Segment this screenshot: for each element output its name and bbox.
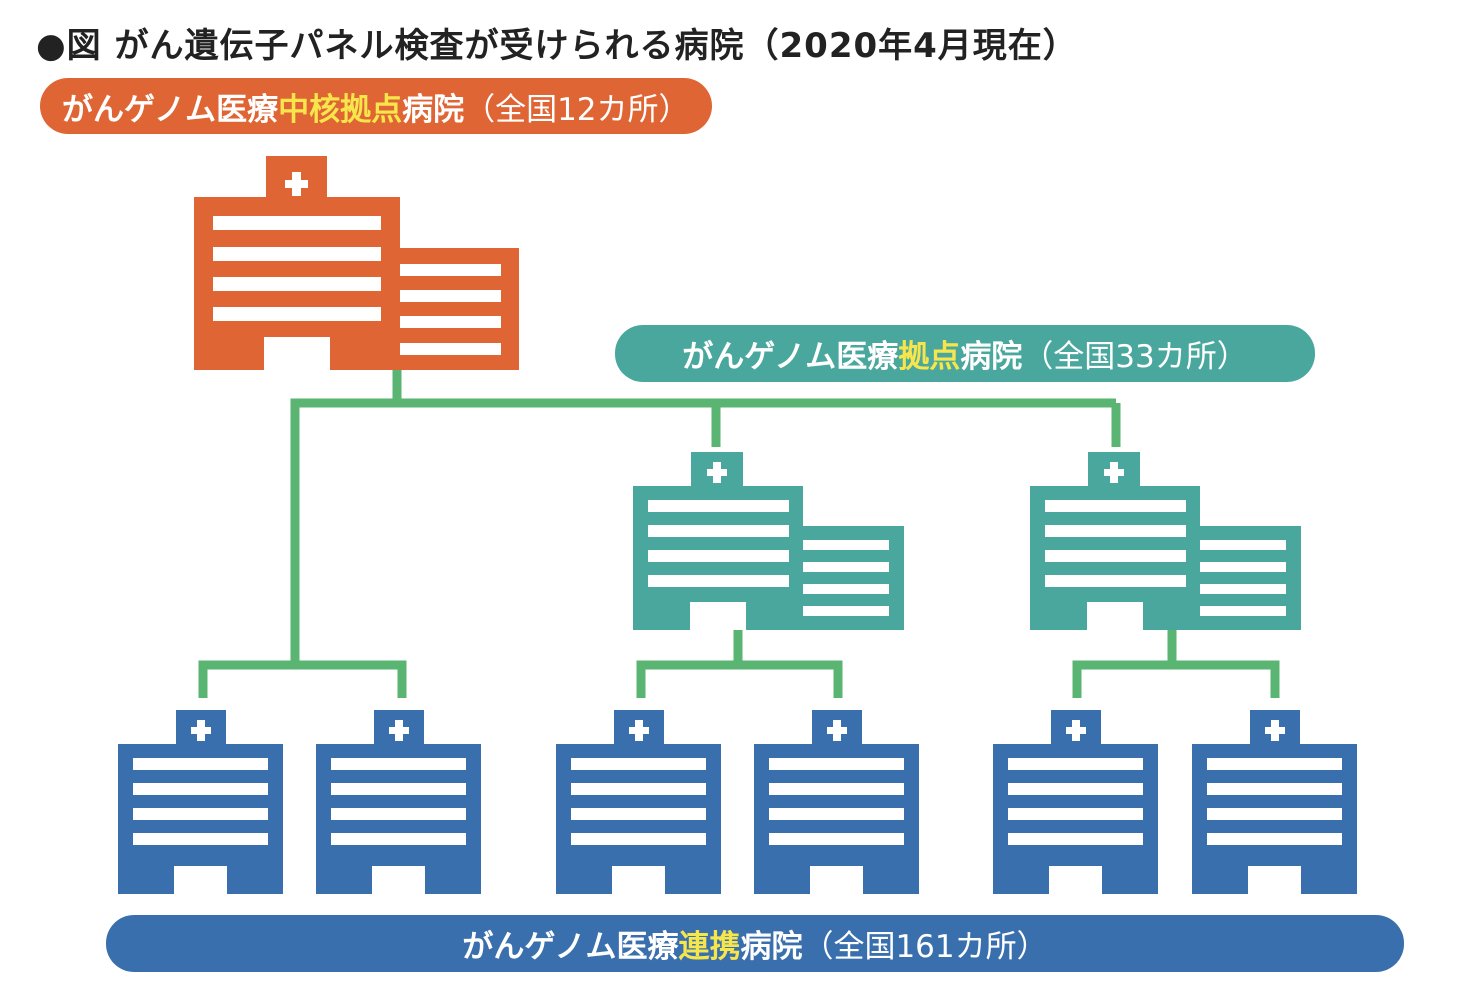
connector-base-2-children — [1072, 660, 1280, 698]
connector-lines — [198, 370, 1280, 698]
core-label-highlight: 中核拠点 — [278, 91, 403, 128]
core-hospital-label: がんゲノム医療中核拠点病院（全国12カ所） — [40, 78, 712, 134]
coop-label-count: （全国161カ所） — [802, 929, 1048, 965]
coop-label-post: 病院 — [740, 929, 803, 965]
coop-label-highlight: 連携 — [678, 929, 741, 965]
connector-base-1-children — [636, 660, 843, 698]
diagram-title: ●図 がん遺伝子パネル検査が受けられる病院（2020年4月現在） — [36, 26, 1078, 66]
connector-core-children — [198, 660, 407, 698]
hospital-base-icon — [1030, 452, 1301, 630]
base-label-highlight: 拠点 — [898, 339, 961, 375]
coop-label-pre: がんゲノム医療 — [462, 929, 679, 965]
base-hospital-label: がんゲノム医療拠点病院（全国33カ所） — [615, 325, 1315, 382]
hospital-coop-icon — [993, 710, 1158, 894]
core-label-post: 病院 — [402, 91, 465, 128]
hospital-coop-icon — [556, 710, 721, 894]
base-label-pre: がんゲノム医療 — [682, 339, 899, 375]
base-label-post: 病院 — [960, 339, 1023, 375]
hospital-base-icon — [633, 452, 904, 630]
coop-hospital-label: がんゲノム医療連携病院（全国161カ所） — [106, 915, 1404, 972]
hospital-coop-icon — [316, 710, 481, 894]
hospital-coop-icon — [754, 710, 919, 894]
hospital-coop-icon — [1192, 710, 1357, 894]
base-label-count: （全国33カ所） — [1022, 339, 1248, 375]
core-label-count: （全国12カ所） — [464, 91, 690, 128]
connector-main-branch — [290, 398, 1116, 665]
hospital-core-icon — [194, 156, 519, 370]
hospital-coop-icon — [118, 710, 283, 894]
core-label-pre: がんゲノム医療 — [62, 91, 279, 128]
